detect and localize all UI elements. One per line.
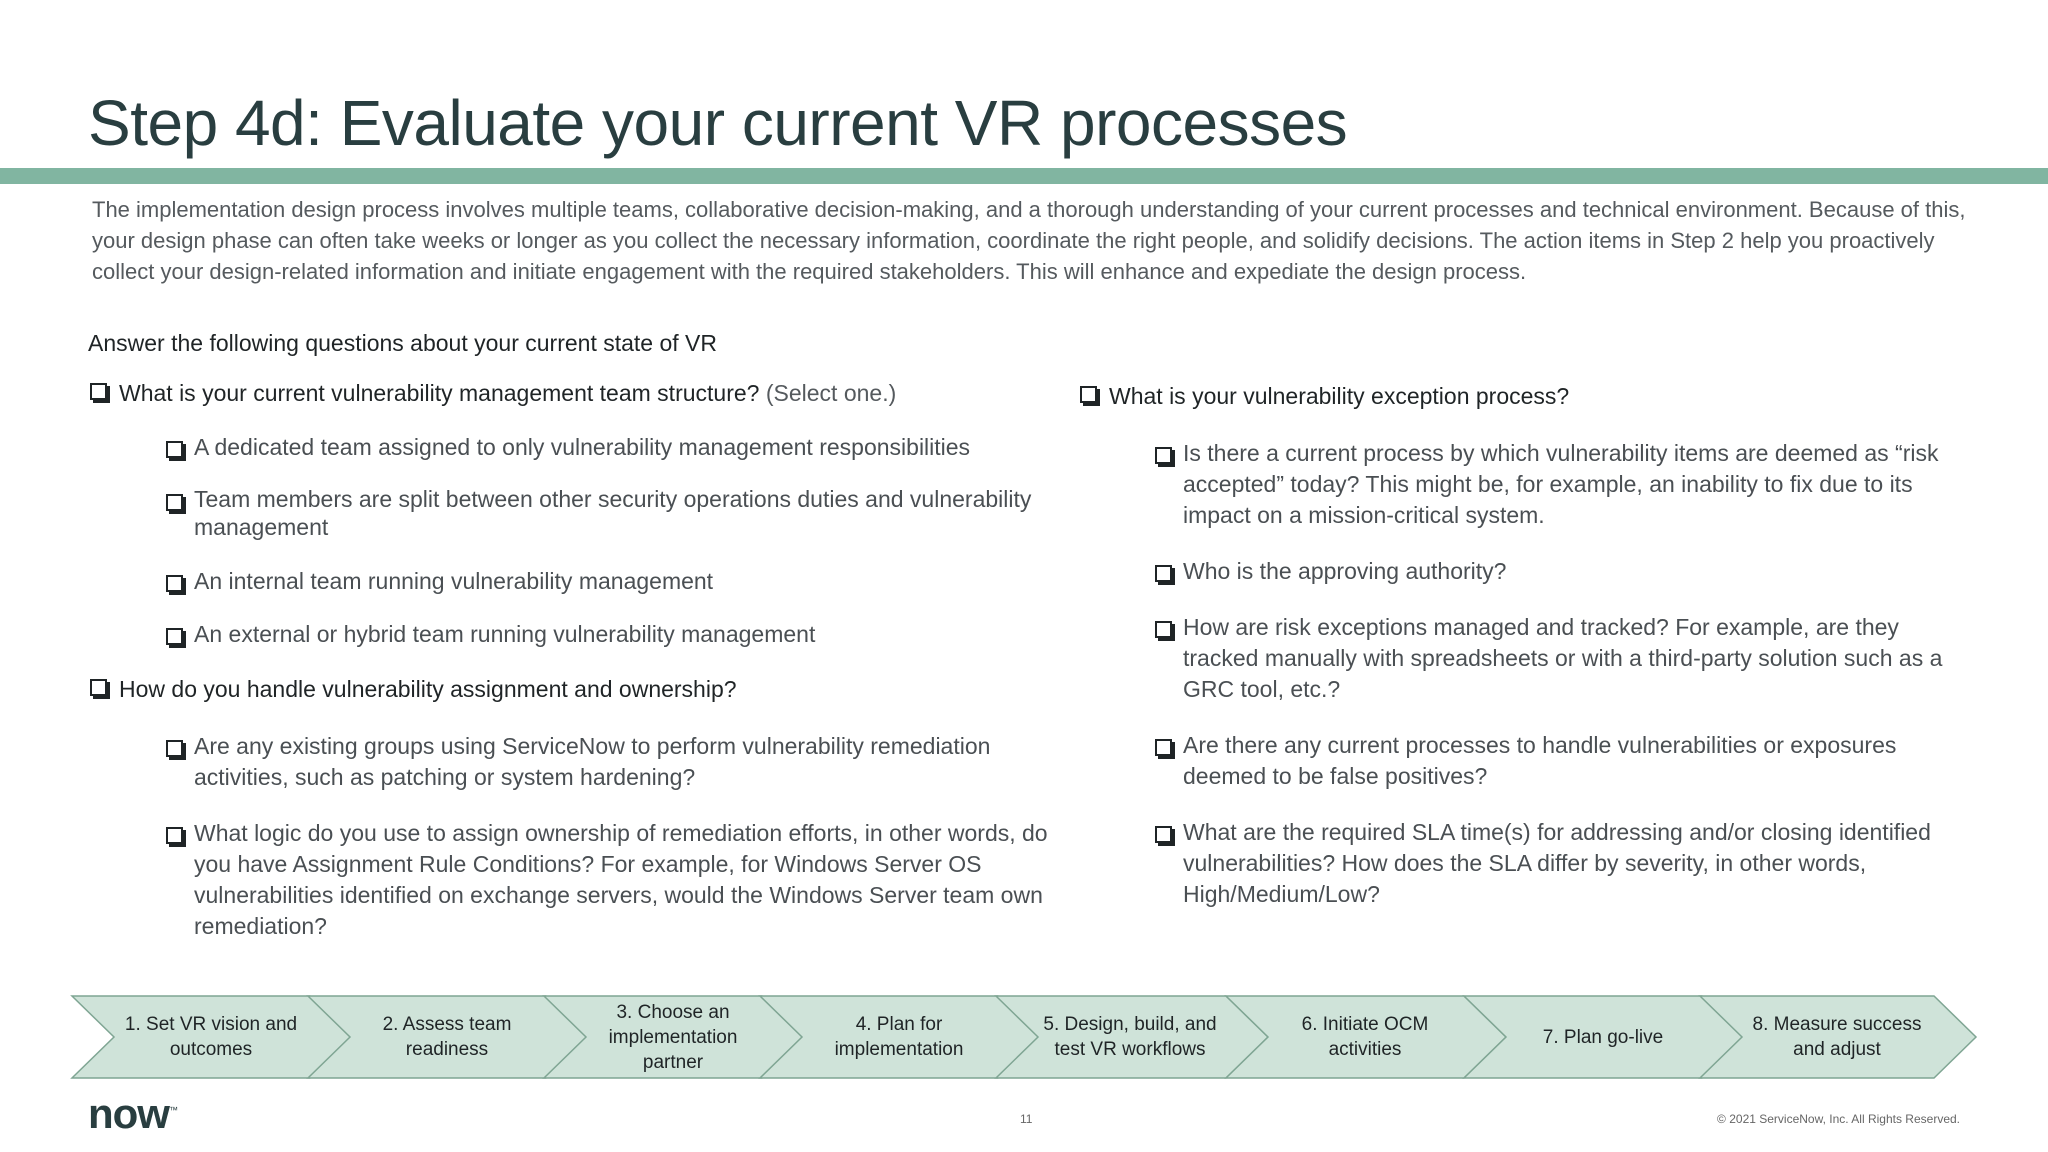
logo-text: now — [88, 1090, 170, 1137]
checkbox-icon[interactable] — [166, 827, 183, 844]
checkbox-icon[interactable] — [1080, 386, 1097, 403]
option-text: Are any existing groups using ServiceNow… — [194, 733, 991, 790]
option-item: Is there a current process by which vuln… — [1155, 438, 1973, 531]
step-label: 7. Plan go-live — [1542, 1026, 1664, 1048]
option-item: Are there any current processes to handl… — [1155, 730, 1973, 792]
checkbox-icon[interactable] — [1155, 565, 1172, 582]
step-label: 3. Choose an implementation partner — [608, 1001, 738, 1073]
checkbox-icon[interactable] — [166, 628, 183, 645]
page-number: 11 — [1020, 1112, 1033, 1126]
option-item: How are risk exceptions managed and trac… — [1155, 612, 1973, 705]
option-text: Who is the approving authority? — [1183, 558, 1507, 584]
option-item: Are any existing groups using ServiceNow… — [166, 731, 1074, 793]
option-text: What logic do you use to assign ownershi… — [194, 820, 1048, 939]
chevron-shape — [1698, 995, 1978, 1079]
checkbox-icon[interactable] — [90, 679, 107, 696]
intro-paragraph: The implementation design process involv… — [92, 197, 1966, 284]
option-item: What are the required SLA time(s) for ad… — [1155, 817, 1973, 910]
title-accent-bar — [0, 168, 2048, 184]
question-text: How do you handle vulnerability assignme… — [119, 676, 737, 702]
checkbox-icon[interactable] — [166, 494, 183, 511]
option-item: An external or hybrid team running vulne… — [166, 619, 1074, 650]
copyright-notice: © 2021 ServiceNow, Inc. All Rights Reser… — [1717, 1112, 1960, 1126]
questions-prompt: Answer the following questions about you… — [88, 330, 718, 356]
checkbox-icon[interactable] — [166, 441, 183, 458]
step-label: 8. Measure success and adjust — [1752, 1014, 1922, 1060]
checkbox-icon[interactable] — [1155, 826, 1172, 843]
option-text: Are there any current processes to handl… — [1183, 732, 1897, 789]
option-text: A dedicated team assigned to only vulner… — [194, 434, 971, 460]
option-text: Is there a current process by which vuln… — [1183, 440, 1939, 528]
step-label: 5. Design, build, and test VR workflows — [1043, 1014, 1217, 1060]
step-label: 4. Plan for implementation — [834, 1014, 964, 1060]
question-assignment-ownership: How do you handle vulnerability assignme… — [90, 676, 737, 703]
option-item: Team members are split between other sec… — [166, 485, 1074, 541]
step-label: 2. Assess team readiness — [382, 1014, 512, 1060]
question-note: (Select one.) — [765, 380, 897, 406]
option-text: What are the required SLA time(s) for ad… — [1183, 819, 1931, 907]
option-text: How are risk exceptions managed and trac… — [1183, 614, 1943, 702]
page-title: Step 4d: Evaluate your current VR proces… — [88, 87, 1348, 159]
step-label: 1. Set VR vision and outcomes — [124, 1014, 298, 1060]
option-text: An external or hybrid team running vulne… — [194, 621, 816, 647]
question-exception-process: What is your vulnerability exception pro… — [1080, 383, 1569, 410]
checkbox-icon[interactable] — [166, 575, 183, 592]
option-item: Who is the approving authority? — [1155, 556, 1973, 587]
option-item: An internal team running vulnerability m… — [166, 566, 1074, 597]
checkbox-icon[interactable] — [1155, 621, 1172, 638]
option-item: A dedicated team assigned to only vulner… — [166, 432, 1074, 463]
option-item: What logic do you use to assign ownershi… — [166, 818, 1074, 942]
servicenow-logo: now™ — [88, 1090, 178, 1138]
question-team-structure: What is your current vulnerability manag… — [90, 380, 896, 407]
question-text: What is your current vulnerability manag… — [119, 380, 760, 406]
question-text: What is your vulnerability exception pro… — [1109, 383, 1570, 409]
checkbox-icon[interactable] — [90, 383, 107, 400]
checkbox-icon[interactable] — [1155, 739, 1172, 756]
step-label: 6. Initiate OCM activities — [1301, 1014, 1429, 1060]
checkbox-icon[interactable] — [166, 740, 183, 757]
option-text: An internal team running vulnerability m… — [194, 568, 714, 594]
option-text: Team members are split between other sec… — [194, 486, 1032, 540]
checkbox-icon[interactable] — [1155, 447, 1172, 464]
logo-trademark: ™ — [168, 1105, 178, 1115]
